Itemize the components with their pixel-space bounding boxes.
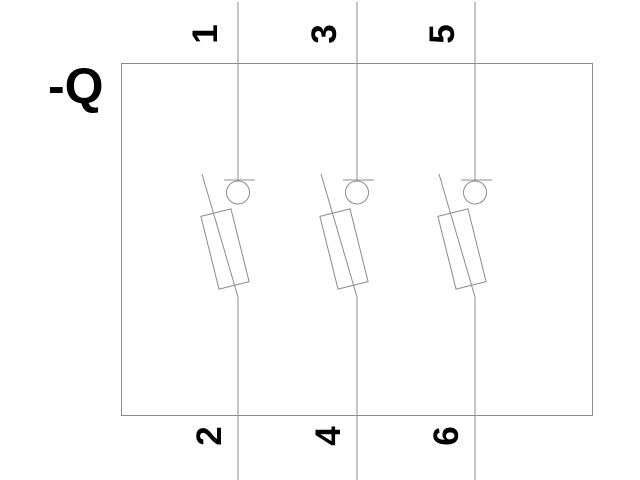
terminal-label-3: 3: [305, 24, 344, 43]
pole-2-fuse-body: [319, 208, 369, 290]
pole-2-contact-circle: [345, 180, 369, 205]
device-label: -Q: [48, 58, 104, 114]
pole-3: 5 6: [423, 2, 492, 480]
terminal-label-2: 2: [190, 426, 229, 445]
pole-2-switch-blade: [320, 173, 358, 298]
pole-3-switch-blade: [438, 173, 476, 298]
pole-1-fuse-body: [200, 208, 250, 290]
pole-1-contact-circle: [226, 180, 250, 205]
terminal-label-5: 5: [423, 24, 462, 43]
pole-1-switch-blade: [201, 173, 239, 298]
terminal-label-4: 4: [309, 426, 348, 446]
pole-3-contact-circle: [463, 180, 487, 205]
pole-1: 1 2: [186, 2, 255, 480]
pole-2: 3 4: [305, 2, 374, 480]
pole-3-fuse-body: [437, 208, 487, 290]
terminal-label-6: 6: [427, 426, 466, 445]
terminal-label-1: 1: [186, 24, 225, 43]
